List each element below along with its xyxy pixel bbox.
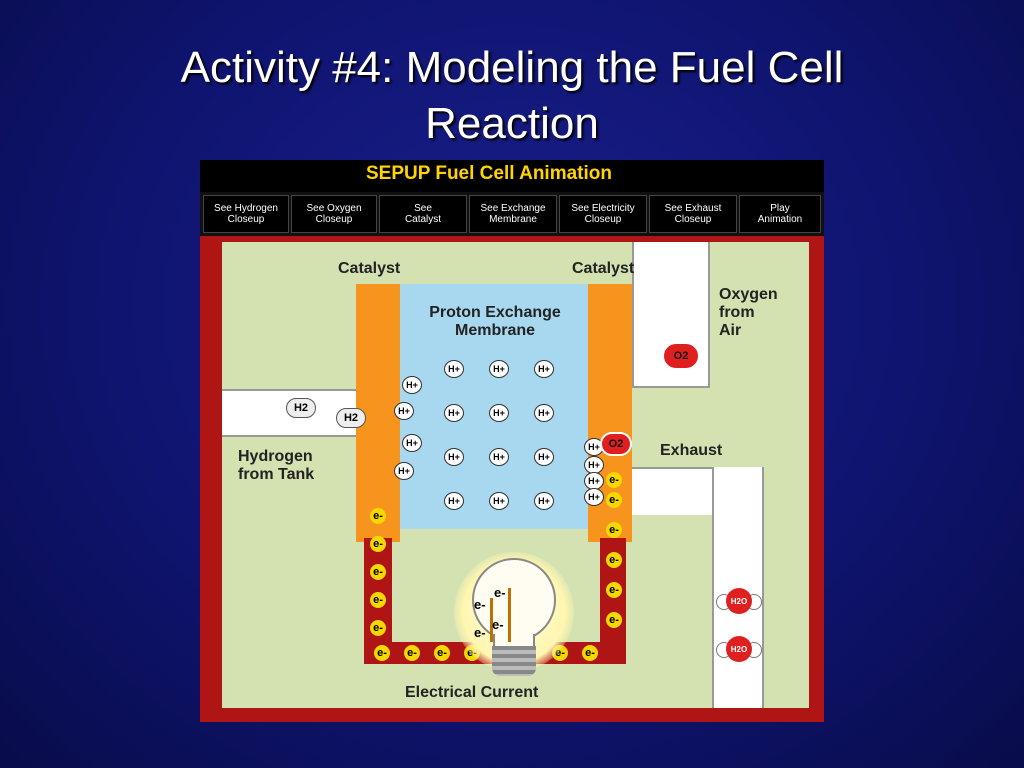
oxygen-from-air-label: Oxygen from Air (719, 286, 778, 339)
play-animation-button[interactable]: Play Animation (739, 195, 821, 233)
proton: H+ (584, 488, 604, 506)
slide-title-line-1: Activity #4: Modeling the Fuel Cell (180, 43, 844, 92)
proton: H+ (402, 376, 422, 394)
electron: e- (606, 492, 622, 508)
electrical-current-label: Electrical Current (405, 684, 539, 701)
animation-header-title: SEPUP Fuel Cell Animation (366, 163, 612, 184)
proton: H+ (444, 360, 464, 378)
electron: e- (606, 612, 622, 628)
hydrogen-molecule: H2 (286, 398, 316, 418)
see-exhaust-closeup-button[interactable]: See Exhaust Closeup (649, 195, 737, 233)
electron: e- (582, 645, 598, 661)
bulb-base (492, 646, 536, 676)
electron: e- (606, 582, 622, 598)
electron: e- (606, 472, 622, 488)
see-electricity-closeup-button[interactable]: See Electricity Closeup (559, 195, 647, 233)
electron: e- (606, 552, 622, 568)
bulb-neck (493, 634, 535, 648)
water-molecule: H2O (716, 634, 762, 664)
oxygen-molecule: O2 (600, 432, 632, 456)
water-molecule: H2O (716, 586, 762, 616)
catalyst-left-label: Catalyst (338, 260, 401, 277)
electron: e- (370, 592, 386, 608)
oxygen-molecule: O2 (662, 342, 700, 370)
slide-title-line-2: Reaction (425, 99, 599, 148)
electron: e- (434, 645, 450, 661)
electron: e- (370, 508, 386, 524)
fuel-cell-diagram: Catalyst Catalyst Oxygen from Air Hydrog… (222, 242, 809, 708)
electron: e- (370, 620, 386, 636)
exhaust-pipe-vertical (712, 467, 764, 708)
electron: e- (494, 585, 506, 600)
proton: H+ (534, 492, 554, 510)
slide-title: Activity #4: Modeling the Fuel Cell Reac… (0, 40, 1024, 152)
electron: e- (404, 645, 420, 661)
electron: e- (492, 617, 504, 632)
electron: e- (374, 645, 390, 661)
proton: H+ (584, 438, 604, 456)
hydrogen-from-tank-label: Hydrogen from Tank (238, 448, 315, 483)
proton: H+ (394, 402, 414, 420)
filament (490, 598, 493, 642)
fuel-cell-animation: SEPUP Fuel Cell Animation See Hydrogen C… (200, 160, 824, 722)
proton: H+ (394, 462, 414, 480)
proton: H+ (534, 404, 554, 422)
see-catalyst-button[interactable]: See Catalyst (379, 195, 467, 233)
electron: e- (370, 564, 386, 580)
electron: e- (474, 597, 486, 612)
proton: H+ (444, 448, 464, 466)
proton: H+ (489, 492, 509, 510)
filament (508, 588, 511, 642)
proton: H+ (444, 492, 464, 510)
see-oxygen-closeup-button[interactable]: See Oxygen Closeup (291, 195, 377, 233)
water-molecule-label: H2O (726, 588, 752, 614)
proton: H+ (489, 404, 509, 422)
light-bulb-icon (472, 558, 556, 642)
animation-header: SEPUP Fuel Cell Animation (200, 160, 824, 192)
see-hydrogen-closeup-button[interactable]: See Hydrogen Closeup (203, 195, 289, 233)
catalyst-right-label: Catalyst (572, 260, 635, 277)
proton: H+ (534, 448, 554, 466)
see-exchange-membrane-button[interactable]: See Exchange Membrane (469, 195, 557, 233)
electron: e- (370, 536, 386, 552)
proton: H+ (402, 434, 422, 452)
electron: e- (474, 625, 486, 640)
membrane-label: Proton Exchange Membrane (429, 304, 561, 339)
hydrogen-molecule: H2 (336, 408, 366, 428)
water-molecule-label: H2O (726, 636, 752, 662)
proton: H+ (489, 360, 509, 378)
exhaust-label: Exhaust (660, 442, 723, 459)
electron: e- (606, 522, 622, 538)
animation-toolbar: See Hydrogen Closeup See Oxygen Closeup … (200, 192, 824, 236)
proton: H+ (489, 448, 509, 466)
proton: H+ (444, 404, 464, 422)
proton: H+ (534, 360, 554, 378)
